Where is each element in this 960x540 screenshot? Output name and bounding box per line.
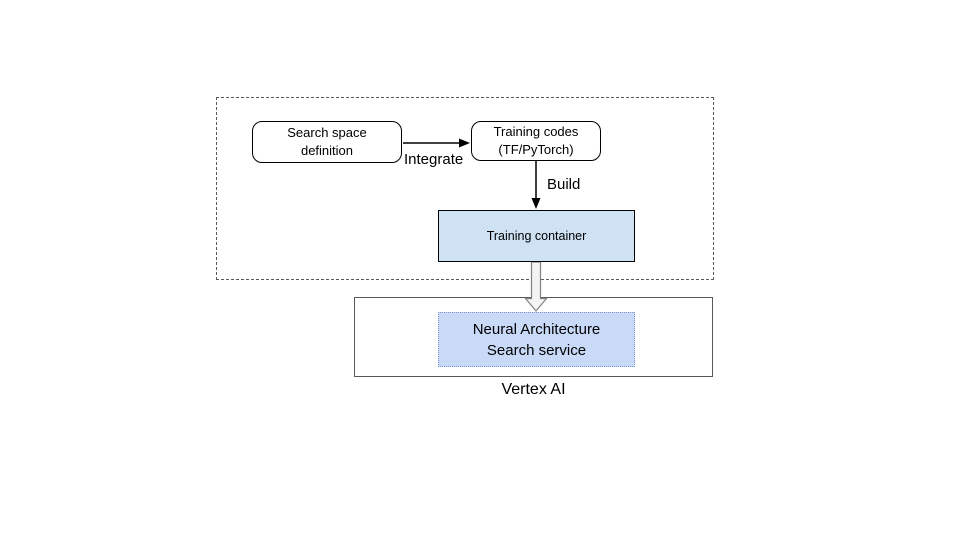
vertex-ai-group-label: Vertex AI [501,381,566,398]
training-codes-node: Training codes (TF/PyTorch) [471,121,601,161]
nas-service-node: Neural Architecture Search service [438,312,635,367]
search-space-definition-node: Search space definition [252,121,402,163]
development-group-container [216,97,714,280]
build-edge-label: Build [547,176,581,193]
integrate-edge-label: Integrate [404,151,464,168]
training-container-node: Training container [438,210,635,262]
